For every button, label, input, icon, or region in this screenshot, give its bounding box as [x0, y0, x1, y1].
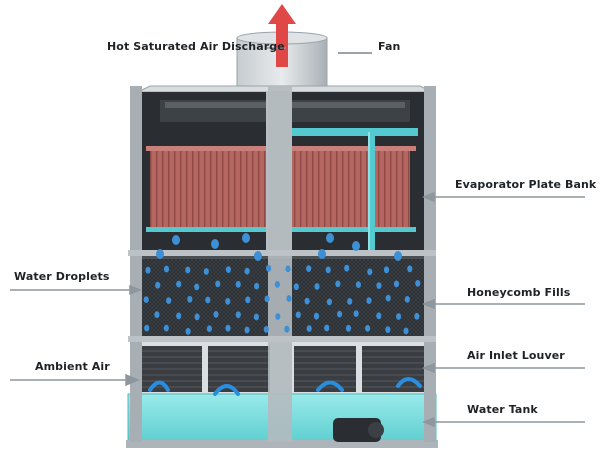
droplet	[215, 280, 221, 288]
droplet	[145, 266, 151, 274]
droplet	[383, 266, 390, 274]
droplet	[206, 325, 212, 332]
label-hot-saturated-air-discharge: Hot Saturated Air Discharge	[107, 40, 285, 53]
droplet	[235, 280, 241, 288]
label-ambient-air: Ambient Air	[35, 360, 110, 373]
droplet	[225, 298, 231, 305]
droplet	[396, 313, 402, 320]
droplet	[176, 280, 182, 288]
droplet	[166, 297, 172, 304]
droplet	[385, 294, 391, 302]
droplets-in-fill	[143, 264, 421, 335]
droplet	[143, 296, 149, 303]
droplet	[194, 283, 200, 291]
droplet	[366, 297, 372, 304]
droplet	[325, 266, 331, 274]
droplet	[407, 265, 413, 273]
droplet	[385, 326, 391, 334]
droplet	[225, 324, 231, 332]
droplet	[244, 326, 250, 334]
droplet	[293, 283, 299, 291]
droplet	[275, 313, 281, 320]
droplet	[326, 298, 332, 306]
inlet-flow-arrows-icon	[148, 377, 422, 396]
droplet	[266, 264, 272, 272]
droplet	[264, 295, 270, 303]
droplet	[187, 295, 193, 303]
droplet	[335, 280, 341, 288]
droplet	[324, 324, 330, 332]
droplet	[185, 266, 191, 274]
droplet	[176, 312, 182, 320]
droplet	[154, 311, 160, 318]
droplet	[244, 267, 250, 275]
label-honeycomb-fills: Honeycomb Fills	[467, 286, 571, 299]
label-water-droplets: Water Droplets	[14, 270, 110, 283]
droplet	[367, 268, 373, 276]
droplets-upper	[156, 233, 402, 261]
droplet	[285, 265, 291, 273]
droplet	[284, 325, 290, 333]
droplet	[353, 310, 359, 317]
droplet	[185, 327, 191, 335]
droplet	[306, 265, 312, 272]
droplet	[213, 311, 219, 318]
droplet	[235, 311, 241, 319]
droplet	[376, 312, 382, 320]
droplet	[314, 283, 320, 290]
label-fan: Fan	[378, 40, 401, 53]
droplet	[163, 324, 169, 332]
droplet	[295, 311, 301, 319]
droplet	[304, 297, 310, 305]
droplet	[345, 324, 352, 332]
droplet	[163, 265, 170, 273]
droplet	[144, 324, 150, 332]
droplet	[245, 296, 251, 304]
droplet	[194, 313, 200, 321]
droplet	[414, 312, 420, 320]
droplet	[205, 296, 211, 304]
droplet	[393, 280, 400, 288]
droplet	[365, 325, 371, 332]
droplet	[253, 313, 259, 321]
frame-posts	[128, 86, 436, 442]
droplet	[203, 268, 209, 275]
droplet	[306, 325, 312, 332]
label-air-inlet-louver: Air Inlet Louver	[467, 349, 565, 362]
droplet	[344, 264, 350, 272]
droplet	[376, 282, 382, 289]
droplet	[254, 282, 260, 290]
droplet	[263, 326, 269, 333]
droplet	[404, 296, 410, 303]
droplet	[415, 280, 421, 287]
droplet	[155, 281, 161, 289]
leader-lines	[10, 47, 585, 428]
droplet	[286, 295, 292, 302]
droplet	[313, 312, 320, 320]
label-water-tank: Water Tank	[467, 403, 538, 416]
droplet	[347, 298, 353, 305]
droplet	[355, 281, 361, 288]
droplet	[225, 266, 231, 273]
droplet	[337, 310, 343, 318]
hot-air-arrow-icon	[268, 4, 296, 67]
droplet	[403, 327, 409, 335]
droplet	[274, 281, 280, 288]
label-evaporator-plate-bank: Evaporator Plate Bank	[455, 178, 597, 191]
